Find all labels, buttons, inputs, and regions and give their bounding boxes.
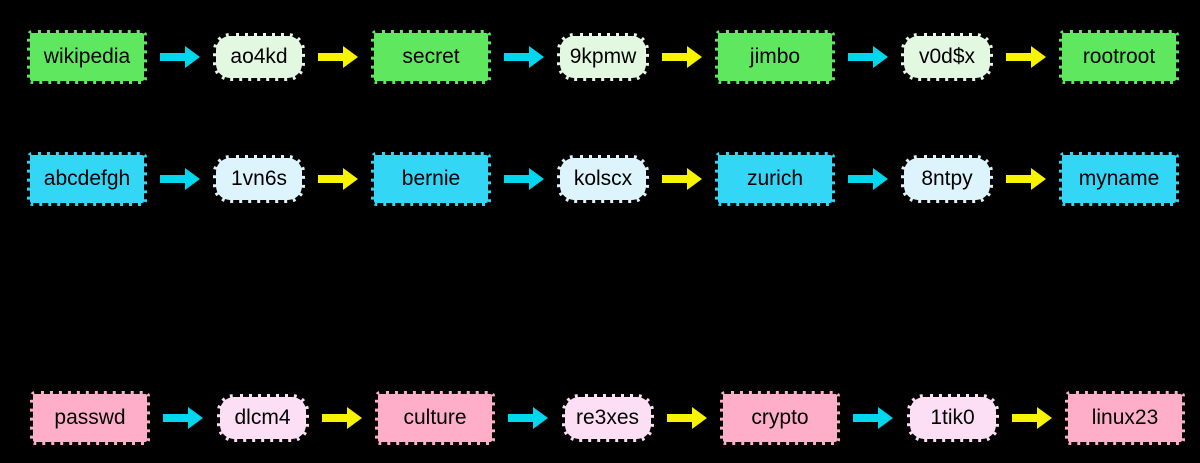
plaintext-box: myname	[1059, 152, 1179, 206]
chain-row-3: passwd dlcm4 culture re3xes crypto 1tik0 linux…	[0, 390, 1200, 446]
plaintext-box: zurich	[715, 152, 835, 206]
chain-row-2: abcdefgh 1vn6s bernie kolscx zurich 8ntpy myna…	[0, 151, 1200, 207]
hash-box: 1tik0	[906, 394, 999, 442]
hash-step-arrow-icon	[848, 168, 888, 190]
hash-box: kolscx	[557, 155, 649, 203]
reduce-step-arrow-icon	[1006, 168, 1046, 190]
hash-step-arrow-icon	[160, 168, 200, 190]
hash-box: 1vn6s	[213, 155, 305, 203]
hash-step-arrow-icon	[160, 46, 200, 68]
plaintext-box: secret	[371, 30, 491, 84]
reduce-step-arrow-icon	[666, 407, 707, 429]
hash-step-arrow-icon	[504, 46, 544, 68]
hash-step-arrow-icon	[504, 168, 544, 190]
hash-step-arrow-icon	[508, 407, 549, 429]
plaintext-box: jimbo	[715, 30, 835, 84]
hash-step-arrow-icon	[848, 46, 888, 68]
plaintext-box: abcdefgh	[27, 152, 147, 206]
reduce-step-arrow-icon	[318, 168, 358, 190]
reduce-step-arrow-icon	[321, 407, 362, 429]
plaintext-box: crypto	[720, 391, 840, 445]
plaintext-box: linux23	[1065, 391, 1185, 445]
plaintext-box: passwd	[30, 391, 150, 445]
plaintext-box: culture	[375, 391, 495, 445]
reduce-step-arrow-icon	[662, 168, 702, 190]
hash-step-arrow-icon	[163, 407, 204, 429]
hash-box: 9kpmw	[557, 33, 649, 81]
reduce-step-arrow-icon	[662, 46, 702, 68]
reduce-step-arrow-icon	[318, 46, 358, 68]
plaintext-box: rootroot	[1059, 30, 1179, 84]
hash-box: ao4kd	[213, 33, 305, 81]
hash-box: dlcm4	[216, 394, 309, 442]
hash-box: v0d$x	[901, 33, 993, 81]
hash-box: re3xes	[561, 394, 654, 442]
hash-box: 8ntpy	[901, 155, 993, 203]
chain-row-1: wikipedia ao4kd secret 9kpmw jimbo v0d$x rootr…	[0, 29, 1200, 85]
plaintext-box: bernie	[371, 152, 491, 206]
plaintext-box: wikipedia	[27, 30, 147, 84]
reduce-step-arrow-icon	[1006, 46, 1046, 68]
reduce-step-arrow-icon	[1011, 407, 1052, 429]
hash-step-arrow-icon	[853, 407, 894, 429]
